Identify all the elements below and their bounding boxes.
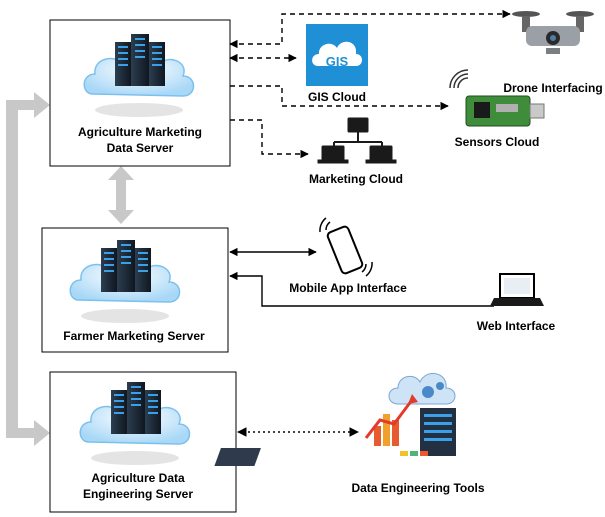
big-arrows <box>6 92 134 446</box>
marketing-cloud-label: Marketing Cloud <box>309 172 403 186</box>
data-engineering-tools: Data Engineering Tools <box>214 373 485 495</box>
marketing-data-server-line1: Agriculture Marketing <box>78 125 202 139</box>
mobile-app-interface: Mobile App Interface <box>289 217 407 295</box>
gis-cloud: GIS GIS Cloud <box>306 24 368 104</box>
double-arrow-up-head <box>108 166 134 180</box>
marketing-data-server-line2: Data Server <box>107 141 174 155</box>
farmer-server-label: Farmer Marketing Server <box>63 329 205 343</box>
top-bus-arrowhead <box>34 92 50 118</box>
drone-label: Drone Interfacing <box>503 81 602 95</box>
connector-marketing-cloud <box>230 119 309 159</box>
data-engineering-server-line2: Engineering Server <box>83 487 193 501</box>
bottom-bus-branch <box>6 428 36 438</box>
mobile-label: Mobile App Interface <box>289 281 407 295</box>
data-tools-label: Data Engineering Tools <box>351 481 484 495</box>
farmer-marketing-server: Farmer Marketing Server <box>41 227 229 353</box>
connector-web <box>229 271 494 307</box>
gis-logo-text: GIS <box>326 54 349 69</box>
laptop-icon <box>490 273 544 306</box>
top-server-connectors <box>229 9 511 159</box>
sensors-label: Sensors Cloud <box>455 135 540 149</box>
marketing-data-server: Agriculture Marketing Data Server <box>49 19 231 167</box>
left-bus-bar <box>6 100 18 438</box>
marketing-cloud: Marketing Cloud <box>309 117 403 186</box>
data-engineering-server: Agriculture Data Engineering Server <box>49 371 237 513</box>
smartphone-icon <box>319 217 373 277</box>
gis-cloud-label: GIS Cloud <box>308 90 366 104</box>
bottom-bus-arrowhead <box>34 420 50 446</box>
data-tools-illustration-icon <box>214 373 456 466</box>
network-icon <box>317 117 397 164</box>
sensors-cloud: Sensors Cloud <box>449 69 545 149</box>
farmer-server-connectors <box>229 247 494 307</box>
data-engineering-server-line1: Agriculture Data <box>91 471 185 485</box>
drone-icon <box>512 11 594 54</box>
connector-drone <box>229 9 511 49</box>
connector-sensors <box>230 85 449 111</box>
web-interface: Web Interface <box>477 273 556 333</box>
sensor-board-icon <box>449 69 545 127</box>
drone-interfacing: Drone Interfacing <box>503 11 603 95</box>
double-arrow-shaft <box>116 176 126 214</box>
double-arrow-down-head <box>108 210 134 224</box>
top-bus-branch <box>6 100 36 110</box>
web-label: Web Interface <box>477 319 556 333</box>
